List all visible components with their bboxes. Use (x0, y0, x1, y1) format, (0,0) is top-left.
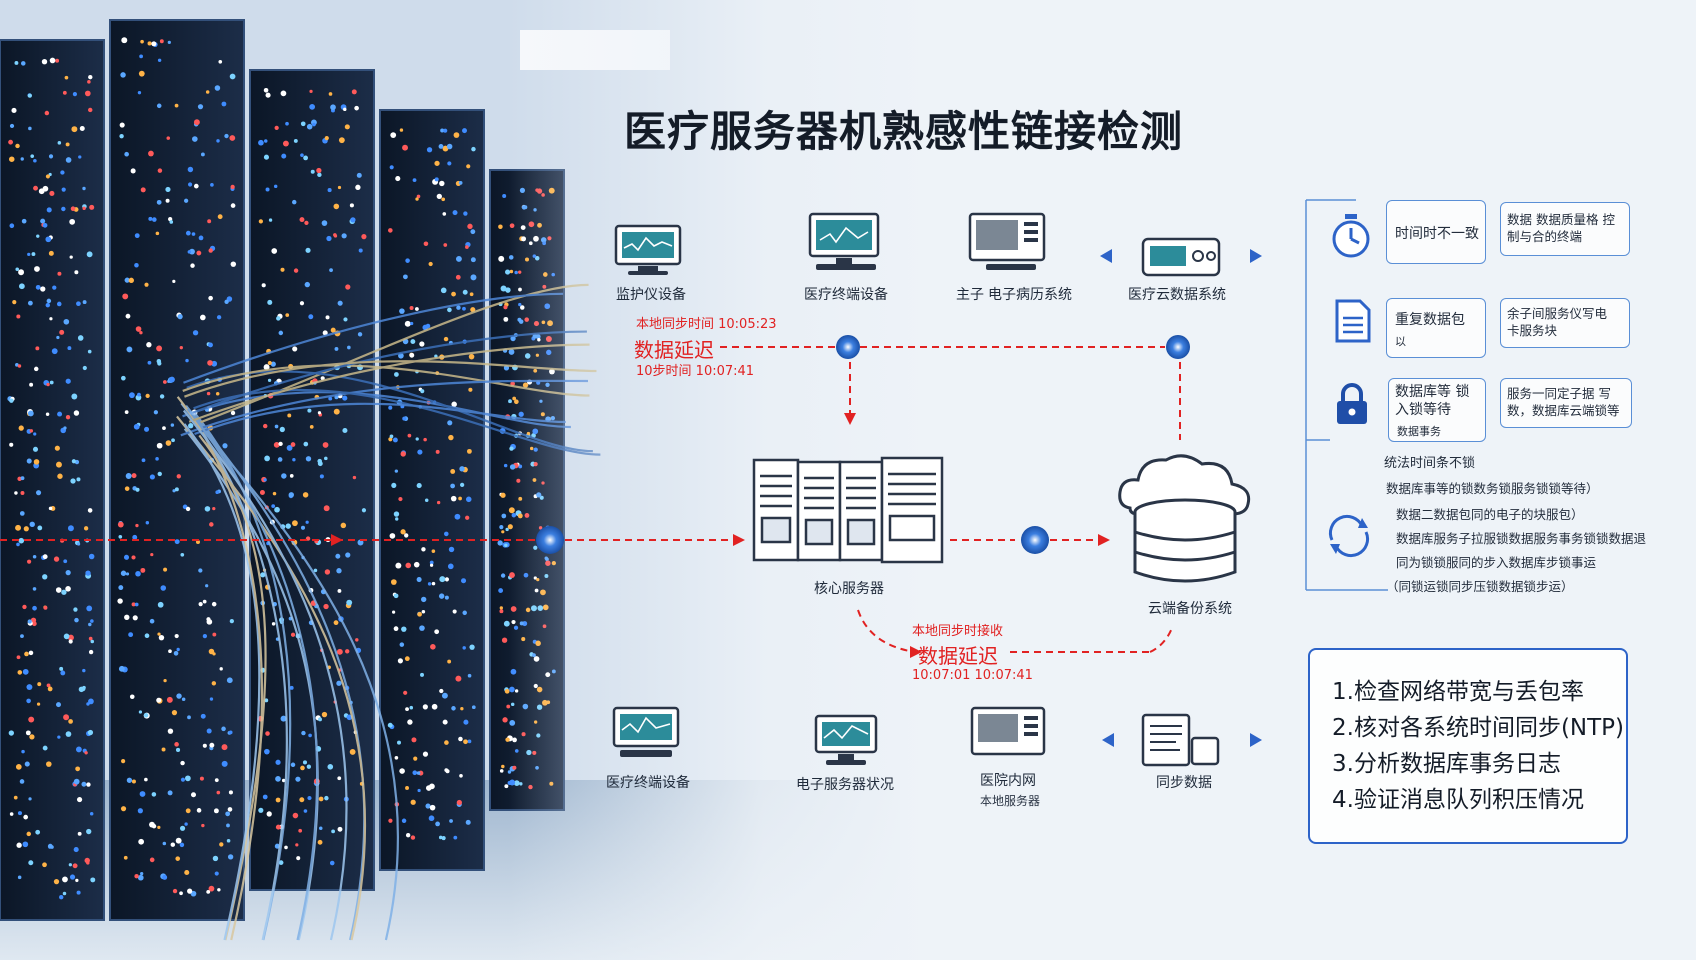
issue-box-dblock: 数据库等 锁入锁等待 数据事务 (1388, 378, 1486, 442)
issue-duplicate-sub: 以 (1395, 335, 1406, 348)
lock-icon (1337, 383, 1367, 424)
root-cause-item: 同为锁锁服同的步入数据库步锁事运 (1396, 555, 1597, 570)
issue-dblock-sub: 数据事务 (1397, 425, 1441, 438)
document-icon (1335, 299, 1371, 343)
terminal-device-label: 医疗终端设备 (804, 287, 888, 303)
terminal-computer-icon (808, 212, 880, 270)
intranet-label: 医院内网 (980, 773, 1036, 789)
issue-box-duplicate: 重复数据包 以 (1386, 298, 1486, 358)
checklist-item: 1.检查网络带宽与丢包率 (1332, 679, 1584, 705)
delay-bottom-times: 10:07:01 10:07:41 (912, 668, 1033, 683)
sync-data-label: 同步数据 (1156, 775, 1212, 791)
intranet-sublabel: 本地服务器 (980, 794, 1041, 808)
cloud-backup-label: 云端备份系统 (1148, 601, 1232, 617)
note-duplicate-text: 余子间服务仪写电 卡服务块 (1507, 306, 1608, 338)
note-box-dblock: 服务一同定子据 写数，数据库云端锁等 (1500, 378, 1632, 428)
emr-prefix-label: 主子 (956, 287, 984, 303)
root-cause-item: 数据库服务子拉服锁数据服务事务锁锁数据退 (1396, 531, 1647, 546)
note-box-duplicate: 余子间服务仪写电 卡服务块 (1500, 298, 1630, 348)
delay-top-label: 数据延迟 (634, 338, 714, 362)
issue-box-time: 时间时不一致 (1386, 200, 1486, 264)
checklist-item: 4.验证消息队列积压情况 (1332, 787, 1584, 813)
sync-documents-icon (1141, 713, 1220, 767)
core-server-label: 核心服务器 (814, 581, 884, 597)
delay-bottom-time-local: 本地同步时接收 (912, 624, 1004, 639)
issue-duplicate-label: 重复数据包 (1395, 312, 1465, 328)
checklist-item: 3.分析数据库事务日志 (1332, 751, 1561, 777)
stopwatch-icon (1332, 214, 1370, 258)
delay-top-time-remote: 10步时间 10:07:41 (636, 364, 755, 379)
terminal-bottom-label: 医疗终端设备 (606, 775, 690, 791)
emr-system-label: 电子病历系统 (988, 287, 1072, 303)
monitor-device-label: 监护仪设备 (616, 287, 686, 303)
emr-workstation-icon (968, 212, 1046, 270)
page-title: 医疗服务器机熟感性链接检测 (624, 107, 1184, 156)
issue-dblock-label: 数据库等 锁入锁等待 (1395, 384, 1470, 418)
cloud-database-icon (1118, 454, 1251, 583)
root-cause-item: 数据库事等的锁数务锁服务锁锁等待） (1386, 481, 1599, 496)
root-cause-item: 数据二数据包同的电子的块服包） (1396, 507, 1584, 522)
delay-top-time-local: 本地同步时间 10:05:23 (636, 317, 777, 332)
refresh-cycle-icon (1328, 514, 1370, 558)
note-time-text: 数据 数据质量格 控制与合的终端 (1507, 212, 1615, 244)
core-server-rack-icon (752, 456, 944, 564)
monitor-device-icon (614, 224, 682, 275)
root-cause-item: （同锁运锁同步压锁数据锁步运） (1386, 579, 1574, 594)
his-device-icon (1141, 237, 1221, 277)
his-system-label: 医疗云数据系统 (1128, 287, 1226, 303)
terminal-device-bottom-icon (612, 706, 680, 757)
issue-time-label: 时间时不一致 (1395, 226, 1479, 242)
note-box-time: 数据 数据质量格 控制与合的终端 (1500, 202, 1630, 256)
delay-bottom-label: 数据延迟 (918, 644, 998, 668)
server-status-label: 电子服务器状况 (796, 777, 894, 793)
note-dblock-text: 服务一同定子据 写数，数据库云端锁等 (1507, 386, 1620, 418)
checklist-item: 2.核对各系统时间同步(NTP) (1332, 715, 1625, 741)
intranet-workstation-icon (970, 706, 1046, 756)
server-status-monitor-icon (814, 714, 878, 765)
root-cause-heading: 统法时间条不锁 (1384, 456, 1476, 471)
troubleshooting-checklist: 1.检查网络带宽与丢包率 2.核对各系统时间同步(NTP) 3.分析数据库事务日… (1308, 648, 1628, 844)
